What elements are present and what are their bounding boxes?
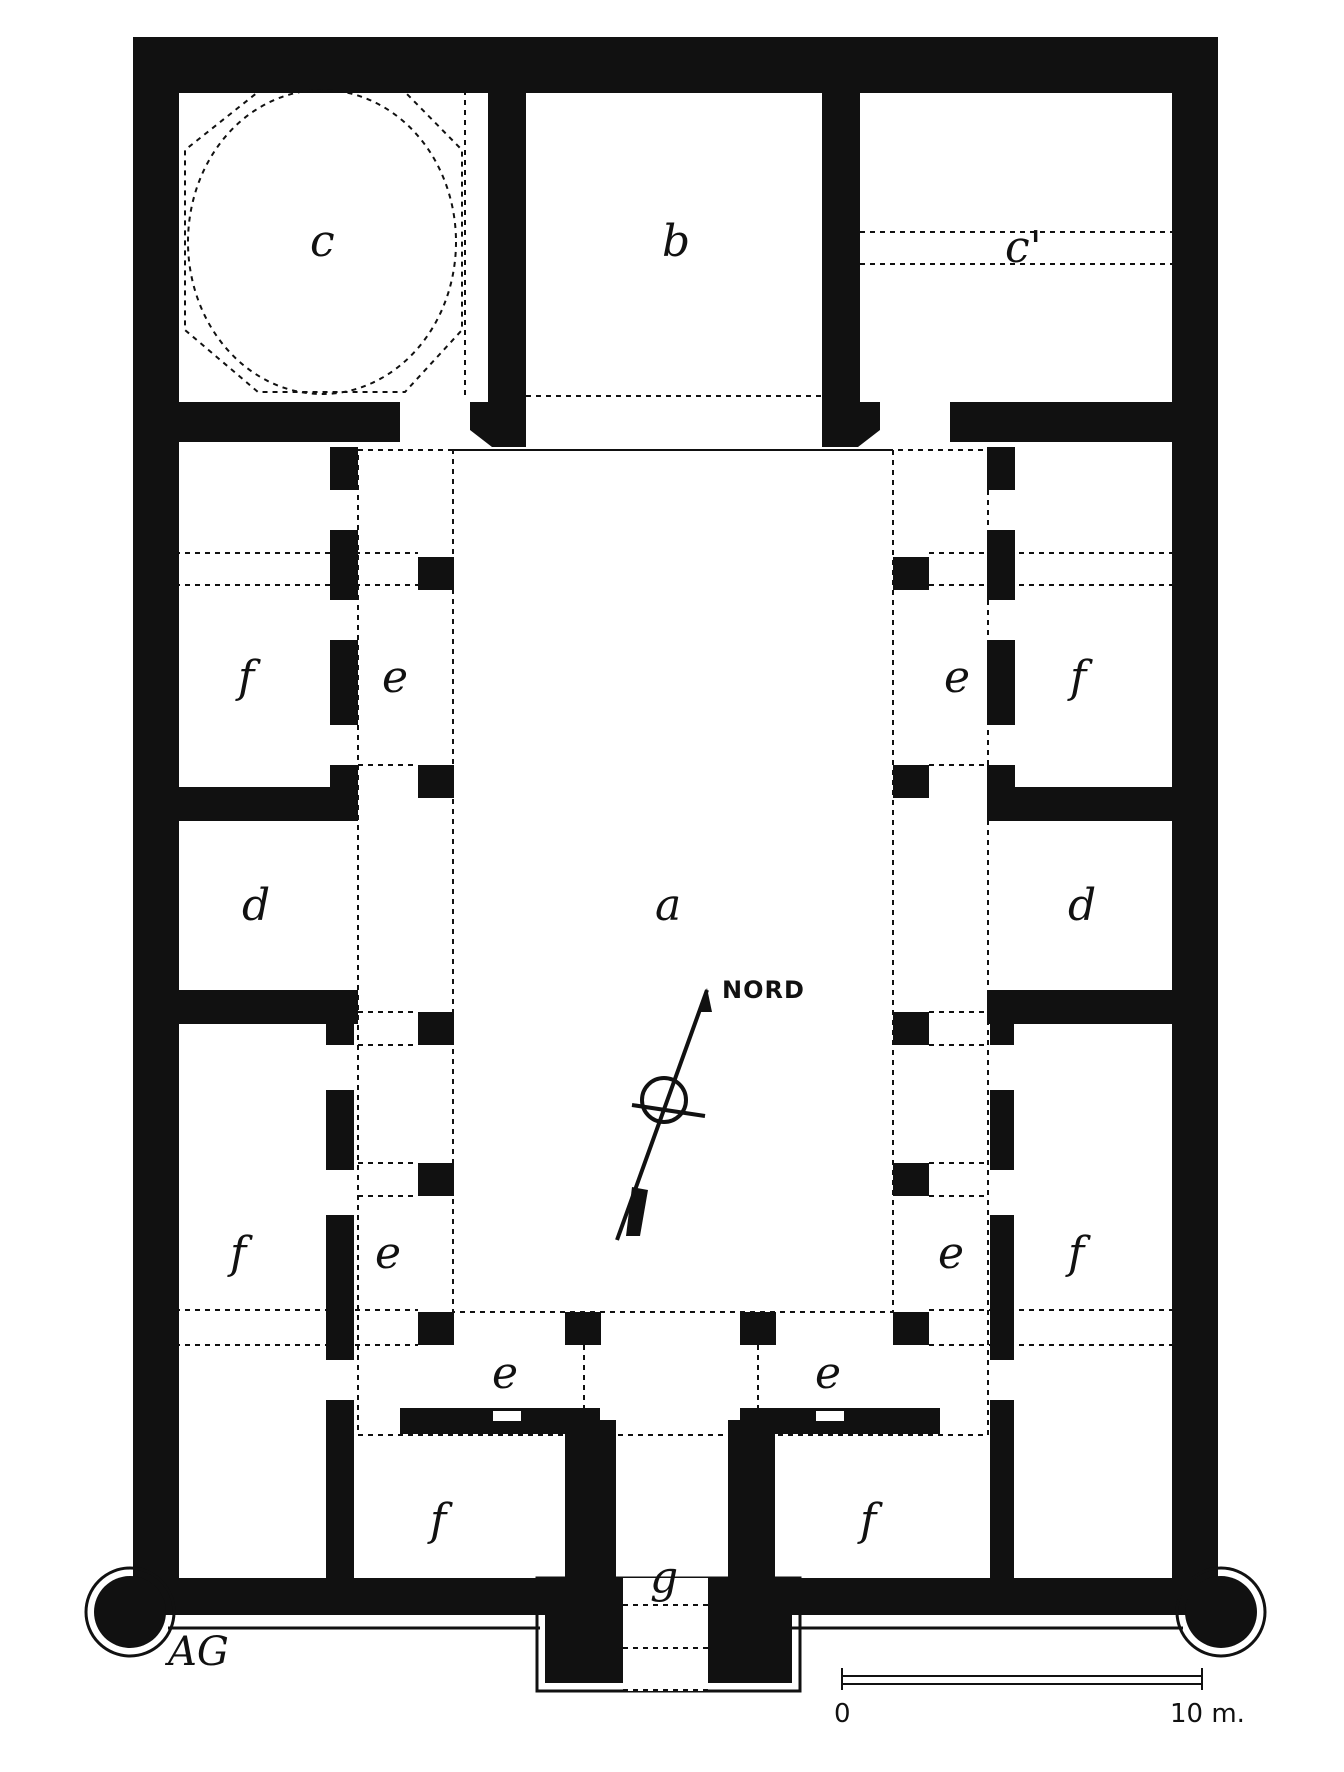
door-s-e [814, 1409, 846, 1423]
label-f-s2: f [857, 1495, 883, 1546]
side-range-walls [175, 447, 1175, 1580]
pier-e4 [893, 1163, 929, 1196]
south-range-walls [400, 1408, 940, 1683]
label-c-prime: c' [1005, 222, 1042, 273]
scale-bar: 0 10 m. [834, 1668, 1245, 1729]
scale-label-end: 10 m. [1170, 1699, 1245, 1729]
pier-b-west [470, 402, 526, 447]
pier-e2 [893, 765, 929, 798]
wall-east-inner-lower [990, 1024, 1014, 1579]
pier-w5 [418, 1312, 454, 1345]
wall-passage-west [600, 1420, 616, 1580]
outer-walls [94, 37, 1257, 1648]
wall-passage-east [728, 1420, 742, 1580]
courtyard-piers [418, 557, 929, 1345]
door-e-6 [990, 1360, 1014, 1400]
label-b: b [662, 216, 690, 267]
pier-w4 [418, 1163, 454, 1196]
wall-f-d-east [987, 787, 1175, 821]
label-e-nw: e [382, 652, 408, 703]
wall-west [133, 37, 179, 1615]
pier-e3 [893, 1012, 929, 1045]
door-s-w [491, 1409, 523, 1423]
compass-label: NORD [722, 976, 805, 1004]
label-e-sw: e [375, 1228, 401, 1279]
tower-southeast-outline [1175, 1566, 1267, 1658]
label-f-se: f [1065, 1228, 1091, 1279]
label-e-se: e [938, 1228, 964, 1279]
label-e-s1: e [492, 1348, 518, 1399]
label-a: a [655, 880, 681, 931]
wall-gate-east [708, 1578, 792, 1683]
wall-d-f-east [987, 990, 1175, 1024]
pier-w1 [418, 557, 454, 590]
scale-bar-rule [841, 1675, 1203, 1685]
label-c: c [310, 216, 335, 267]
compass-ring [640, 1076, 688, 1124]
compass-crossbar [631, 1103, 706, 1118]
label-f-nw: f [235, 652, 261, 703]
tower-southwest [94, 1576, 166, 1648]
tower-southeast [1185, 1576, 1257, 1648]
door-ne [882, 405, 948, 443]
gate-passage [623, 1578, 708, 1691]
signature: AG [164, 1629, 229, 1675]
wall-c-b [488, 90, 526, 402]
label-f-ne: f [1067, 652, 1093, 703]
wall-north [133, 37, 1218, 93]
door-w-4 [326, 1045, 354, 1090]
wall-gate-west [545, 1578, 623, 1683]
wall-d-f-west [175, 990, 358, 1024]
label-f-sw: f [227, 1228, 253, 1279]
label-g: g [650, 1552, 678, 1603]
dashed-lines [175, 89, 1172, 1691]
label-e-ne: e [944, 652, 970, 703]
door-e-2 [987, 600, 1015, 640]
pier-b-east [822, 402, 880, 447]
north-range-walls [175, 90, 1175, 447]
tower-southwest-outline [84, 1566, 176, 1658]
wall-f-d-west [175, 787, 358, 821]
wall-sw-room-west [326, 1405, 354, 1580]
label-d-e: d [1068, 880, 1096, 931]
door-w-6 [326, 1360, 354, 1400]
door-e-3 [987, 725, 1015, 765]
door-e-5 [990, 1170, 1014, 1215]
label-f-s1: f [427, 1495, 453, 1546]
cistern-octagon [184, 91, 463, 393]
door-e-4 [990, 1045, 1014, 1090]
door-nw [400, 405, 460, 443]
door-w-3 [330, 725, 358, 765]
wall-cprime-south [950, 402, 1175, 442]
label-e-s2: e [815, 1348, 841, 1399]
wall-east [1172, 37, 1218, 1615]
pier-w2 [418, 765, 454, 798]
wall-b-cprime [822, 90, 860, 402]
door-e-1 [987, 490, 1015, 530]
wall-entry-east [740, 1408, 775, 1580]
portico-outline [357, 449, 989, 1436]
compass-tail [626, 1187, 648, 1236]
wall-entry-west [565, 1408, 600, 1580]
wall-south-left [133, 1578, 623, 1615]
cistern-circle [187, 89, 457, 395]
wall-south-right [708, 1578, 1218, 1615]
doorways [326, 405, 1015, 1423]
north-arrow: NORD [615, 976, 805, 1241]
pier-e5 [893, 1312, 929, 1345]
pier-w3 [418, 1012, 454, 1045]
door-w-1 [330, 490, 358, 530]
pier-e1 [893, 557, 929, 590]
wall-c-south [175, 402, 400, 442]
label-d-w: d [242, 880, 270, 931]
pier-s2 [740, 1312, 776, 1345]
compass-arrowhead [698, 988, 712, 1012]
scale-label-start: 0 [834, 1699, 851, 1729]
door-w-5 [326, 1170, 354, 1215]
pier-s1 [565, 1312, 601, 1345]
door-w-2 [330, 600, 358, 640]
